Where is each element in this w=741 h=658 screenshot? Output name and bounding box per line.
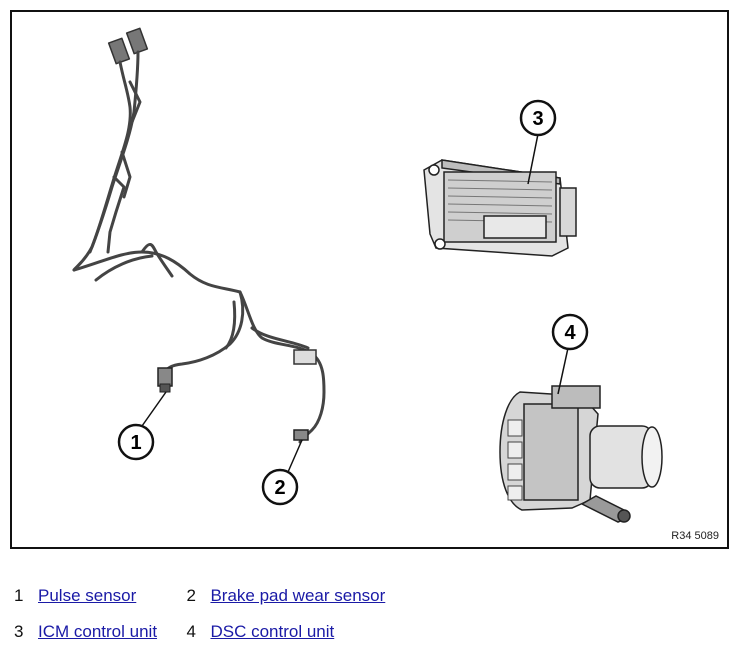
parts-illustration: 1 2 3 4 [72, 27, 663, 523]
callout-3-label: 3 [532, 108, 543, 130]
callout-2: 2 [261, 439, 303, 506]
pulse-sensor-link[interactable]: Pulse sensor [38, 586, 137, 605]
callout-4-label: 4 [564, 322, 576, 344]
callout-4: 4 [551, 313, 589, 395]
figure-reference-code: R34 5089 [671, 530, 719, 542]
callout-3: 3 [519, 99, 557, 185]
parts-legend: 1 Pulse sensor 2 Brake pad wear sensor 3 IC… [14, 586, 714, 658]
callout-1-label: 1 [130, 432, 141, 454]
legend-item-dsc-control-unit: 4 DSC control unit [186, 622, 486, 642]
brake-pad-wear-sensor-part [293, 349, 317, 441]
brake-pad-wear-sensor-link[interactable]: Brake pad wear sensor [210, 586, 386, 605]
icm-control-unit-part [423, 159, 577, 257]
dsc-control-unit-part [499, 385, 663, 523]
dsc-control-unit-link[interactable]: DSC control unit [210, 622, 335, 641]
diagram-figure: 1 2 3 4 R34 5089 [10, 10, 729, 549]
legend-row: 3 ICM control unit 4 DSC control unit [14, 622, 714, 658]
callout-1: 1 [117, 391, 167, 461]
legend-row: 1 Pulse sensor 2 Brake pad wear sensor [14, 586, 714, 622]
callout-2-label: 2 [274, 477, 285, 499]
legend-number: 2 [186, 586, 196, 605]
legend-item-icm-control-unit: 3 ICM control unit [14, 622, 182, 642]
legend-item-pulse-sensor: 1 Pulse sensor [14, 586, 182, 606]
pulse-sensor-part [157, 367, 173, 393]
legend-number: 4 [186, 622, 196, 641]
legend-item-brake-pad-wear-sensor: 2 Brake pad wear sensor [186, 586, 486, 606]
legend-number: 3 [14, 622, 24, 641]
legend-number: 1 [14, 586, 24, 605]
icm-control-unit-link[interactable]: ICM control unit [38, 622, 158, 641]
wiring-harness [72, 27, 326, 444]
